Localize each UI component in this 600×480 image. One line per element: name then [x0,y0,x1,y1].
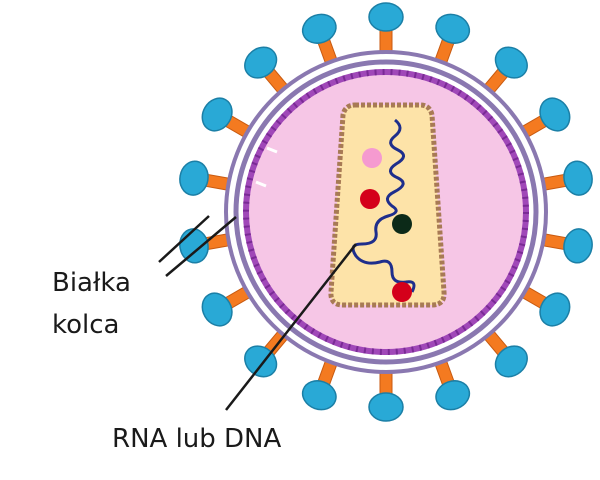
protein-pink [362,148,382,168]
spike-head [494,345,528,378]
capsid [328,102,447,308]
label-spike-proteins-line2: kolca [52,310,120,340]
spike-head [201,97,233,132]
spike-head [563,160,593,196]
spike-protein-icon [301,350,341,411]
nucleic-acid-strand [351,118,416,293]
spike-protein-icon [431,13,471,74]
leader-line-spike-upper [158,215,210,263]
spike-head [179,160,209,196]
spike-head [435,380,471,411]
spike-head [563,228,593,264]
spike-head [494,46,528,79]
membrane-nick [255,180,267,188]
inner-membrane-dots [243,69,529,355]
spike-head [179,228,209,264]
leader-line-genome [225,243,357,411]
spike-protein-icon [532,228,593,264]
protein-red [392,282,412,302]
leader-line-spike-lower [165,216,237,277]
spike-head [301,13,337,44]
spike-head [244,46,278,79]
spike-head [539,292,571,327]
label-genome: RNA lub DNA [112,424,282,454]
spike-head [368,392,404,422]
membrane-nick [266,146,278,154]
spike-head [201,292,233,327]
protein-red [360,189,380,209]
spike-head [301,380,337,411]
protein-dark [392,214,412,234]
spike-head [435,13,471,44]
label-spike-proteins-line1: Białka [52,268,131,298]
spike-head [539,97,571,132]
spike-head [368,2,404,32]
